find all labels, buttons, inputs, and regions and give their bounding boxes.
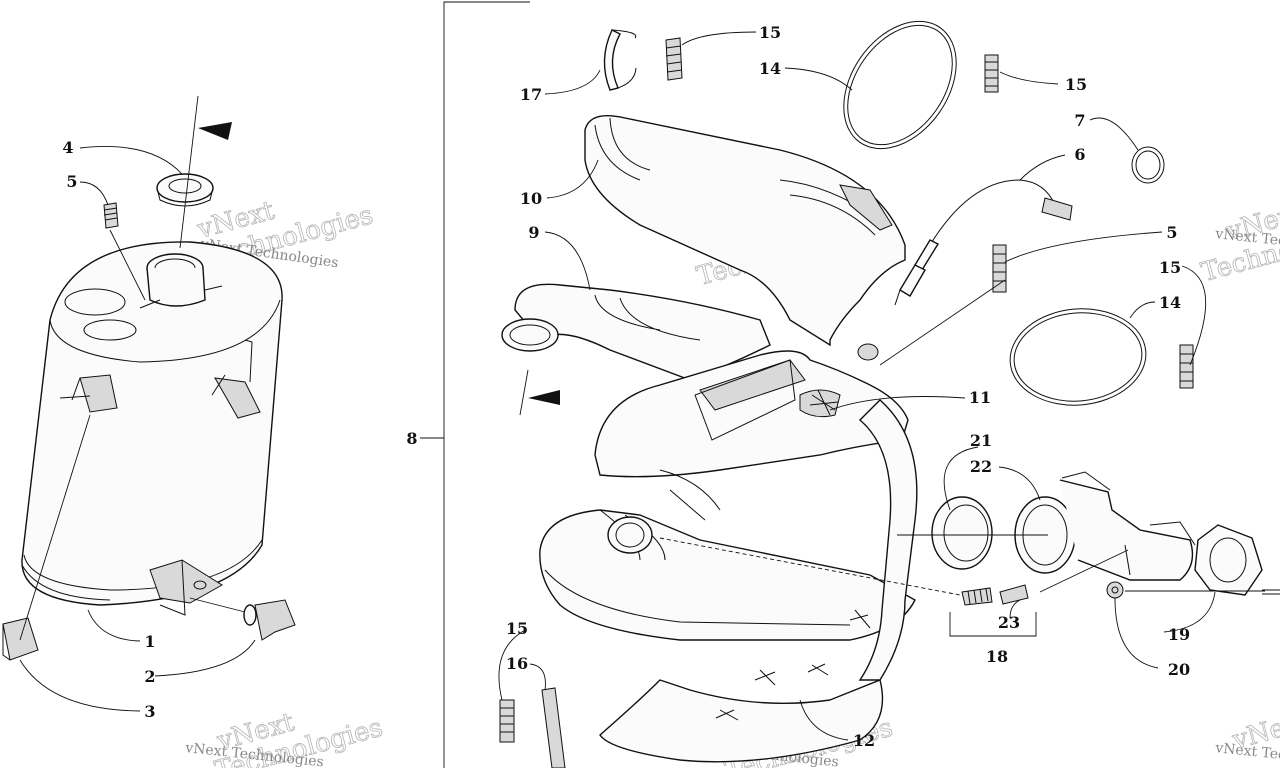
leader-lines [19,31,1265,741]
seal-ring [931,496,993,570]
callout-21: 21 [970,431,992,450]
spring-left [103,202,119,229]
callout-15: 15 [506,619,528,638]
callout-11: 11 [969,388,991,407]
direction-arrow [179,95,232,249]
callout-15: 15 [1065,75,1087,94]
callout-2: 2 [144,667,155,686]
flange-nut [1106,581,1280,599]
clamp-ring [1131,146,1165,184]
callout-5: 5 [66,172,77,191]
expansion-chamber-lower [539,399,918,763]
inlet-grommet [156,173,214,207]
callout-8: 8 [406,429,417,448]
callout-14: 14 [1159,293,1181,312]
heat-shield [594,350,909,478]
callout-15: 15 [759,23,781,42]
callout-15: 15 [1159,258,1181,277]
spring-top [665,37,683,81]
clamp-band-large-top [843,20,957,150]
spring-kit [949,584,1037,637]
callout-20: 20 [1168,660,1190,679]
callout-7: 7 [1074,111,1085,130]
silencer-canister [21,241,283,616]
clamp-band-small [603,29,637,91]
callout-16: 16 [506,654,528,673]
callout-22: 22 [970,457,992,476]
header-pipe [501,283,771,416]
assembly-bracket [420,1,530,768]
callout-5: 5 [1166,223,1177,242]
callout-6: 6 [1074,145,1085,164]
callout-1: 1 [144,632,155,651]
spring-bracket-strip [541,687,566,768]
expansion-chamber-upper [584,115,906,347]
callout-labels: 4 5 1 2 3 8 17 15 14 15 7 6 10 9 5 15 14… [62,23,1190,750]
spring-right-mid [992,244,1007,293]
callout-18: 18 [986,647,1008,666]
callout-23: 23 [998,613,1020,632]
callout-9: 9 [528,223,539,242]
exhaust-coupler [1014,471,1196,581]
callout-19: 19 [1168,625,1190,644]
spring-right [1179,344,1194,389]
clamp-band-large-right [1009,308,1147,406]
spring-lower-left [499,699,515,743]
callout-10: 10 [520,189,542,208]
exhaust-sensor [857,179,1073,361]
exhaust-gasket [1194,524,1263,596]
callout-4: 4 [62,138,73,157]
spring-top-right [984,54,999,93]
callout-12: 12 [853,731,875,750]
callout-17: 17 [520,85,542,104]
callout-3: 3 [144,702,155,721]
rubber-grommet [189,597,296,641]
callout-14: 14 [759,59,781,78]
